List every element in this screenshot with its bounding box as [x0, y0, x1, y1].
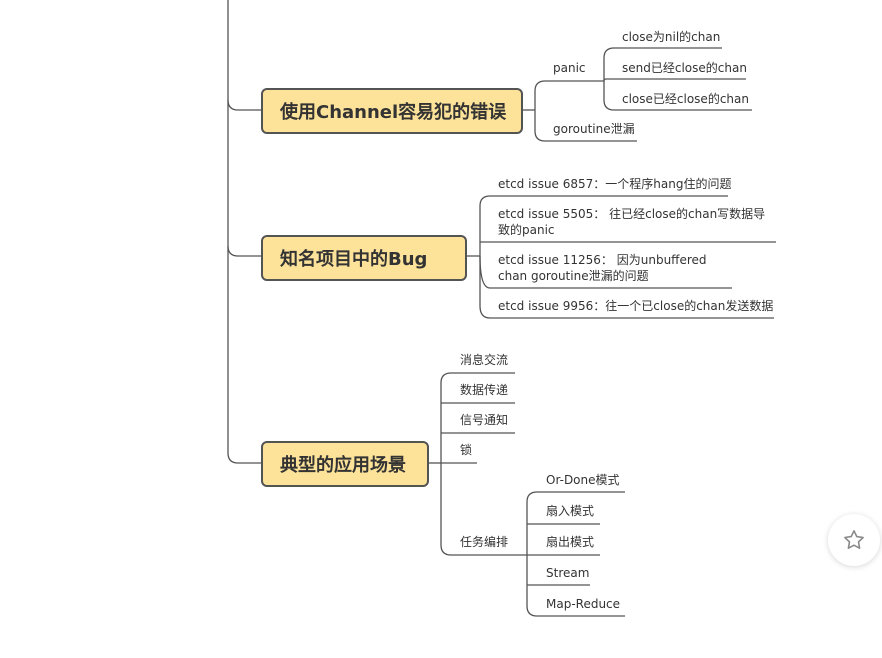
node-close-closed-chan[interactable]: close已经close的chan	[622, 92, 749, 106]
node-goroutine-leak[interactable]: goroutine泄漏	[553, 122, 635, 136]
node-close-nil-chan[interactable]: close为nil的chan	[622, 30, 721, 44]
star-outline-icon	[844, 530, 864, 549]
node-etcd-6857[interactable]: etcd issue 6857：一个程序hang住的问题	[498, 177, 732, 191]
node-stream[interactable]: Stream	[546, 566, 590, 580]
node-task-orchestration[interactable]: 任务编排	[460, 535, 509, 549]
node-fan-out[interactable]: 扇出模式	[546, 535, 595, 549]
branch-node-typical-scenarios[interactable]: 典型的应用场景	[261, 441, 429, 487]
branch-node-known-bugs[interactable]: 知名项目中的Bug	[261, 235, 467, 281]
node-map-reduce[interactable]: Map-Reduce	[546, 597, 621, 611]
branch-node-channel-errors[interactable]: 使用Channel容易犯的错误	[261, 88, 523, 134]
node-send-closed-chan[interactable]: send已经close的chan	[622, 61, 747, 75]
node-etcd-5505[interactable]: etcd issue 5505： 往已经close的chan写数据导致的pani…	[498, 207, 766, 237]
node-etcd-11256[interactable]: etcd issue 11256： 因为unbuffered chan goro…	[498, 253, 707, 283]
node-signal-notify[interactable]: 信号通知	[460, 413, 509, 427]
node-lock[interactable]: 锁	[460, 443, 473, 457]
node-panic[interactable]: panic	[553, 61, 586, 75]
node-data-passing[interactable]: 数据传递	[460, 383, 509, 397]
node-etcd-9956[interactable]: etcd issue 9956：往一个已close的chan发送数据	[498, 299, 774, 313]
node-or-done[interactable]: Or-Done模式	[546, 473, 620, 487]
node-fan-in[interactable]: 扇入模式	[546, 504, 595, 518]
node-message-exchange[interactable]: 消息交流	[460, 353, 509, 367]
favorite-button[interactable]	[828, 514, 880, 566]
